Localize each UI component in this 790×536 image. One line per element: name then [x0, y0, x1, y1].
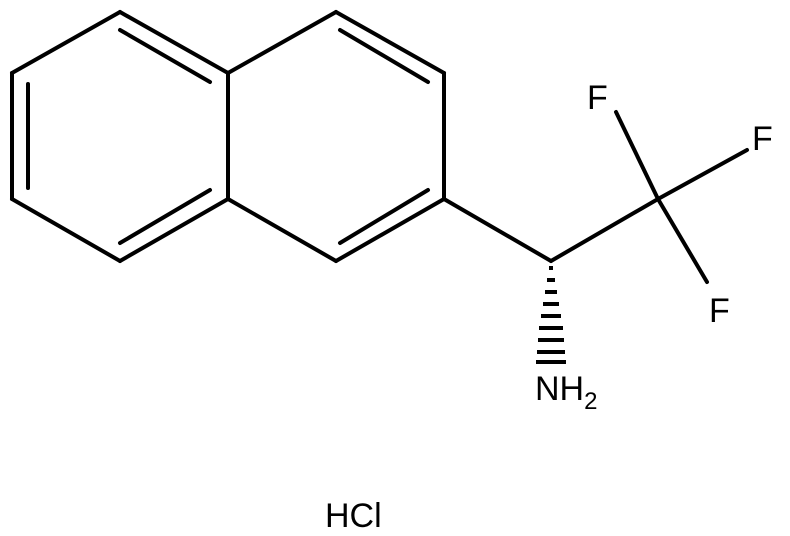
- bond: [10, 197, 122, 263]
- substituent: [442, 110, 749, 364]
- double-bond-inner: [118, 188, 212, 245]
- double-bond-inner: [338, 188, 430, 245]
- bond-ring-to-stereocenter: [442, 197, 553, 263]
- bond: [334, 10, 446, 75]
- bond-c-f-right: [656, 148, 749, 201]
- hydrochloride-label: HCl: [325, 497, 382, 535]
- fluorine-right-label: F: [752, 120, 773, 158]
- left-ring: [10, 10, 230, 263]
- fluorine-top-label: F: [587, 79, 608, 117]
- bond: [226, 10, 338, 75]
- amine-subscript: 2: [584, 388, 597, 415]
- bond: [118, 197, 230, 263]
- amine-symbol: NH: [535, 370, 584, 408]
- bond-stereocenter-to-cf3: [549, 197, 660, 263]
- bond-c-f-bottom: [656, 197, 709, 284]
- bond: [334, 197, 446, 263]
- fluorine-bottom-label: F: [709, 292, 730, 330]
- bond: [226, 197, 338, 263]
- bond-c-f-top: [614, 110, 660, 201]
- double-bond-inner: [118, 28, 212, 84]
- amine-label: NH2: [535, 370, 597, 415]
- right-ring: [226, 10, 446, 263]
- bond: [118, 10, 230, 75]
- bond: [10, 10, 122, 75]
- hashed-wedge-bond: [536, 266, 566, 364]
- double-bond-inner: [338, 28, 430, 84]
